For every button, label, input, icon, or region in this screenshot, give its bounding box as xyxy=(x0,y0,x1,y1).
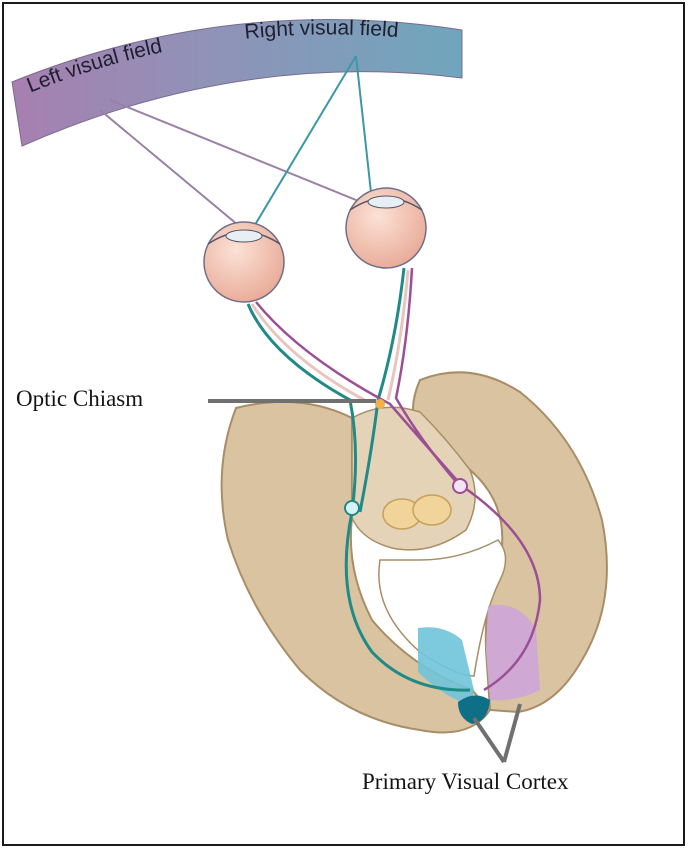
optic-chiasm-point xyxy=(375,399,385,409)
left-eye xyxy=(204,222,284,302)
thalamus-right xyxy=(413,495,451,525)
primary-visual-cortex-label: Primary Visual Cortex xyxy=(362,769,568,795)
right-lgn-node xyxy=(453,479,467,493)
optic-chiasm-label: Optic Chiasm xyxy=(16,386,143,412)
left-lgn-node xyxy=(345,501,359,515)
right-eye xyxy=(346,188,426,268)
